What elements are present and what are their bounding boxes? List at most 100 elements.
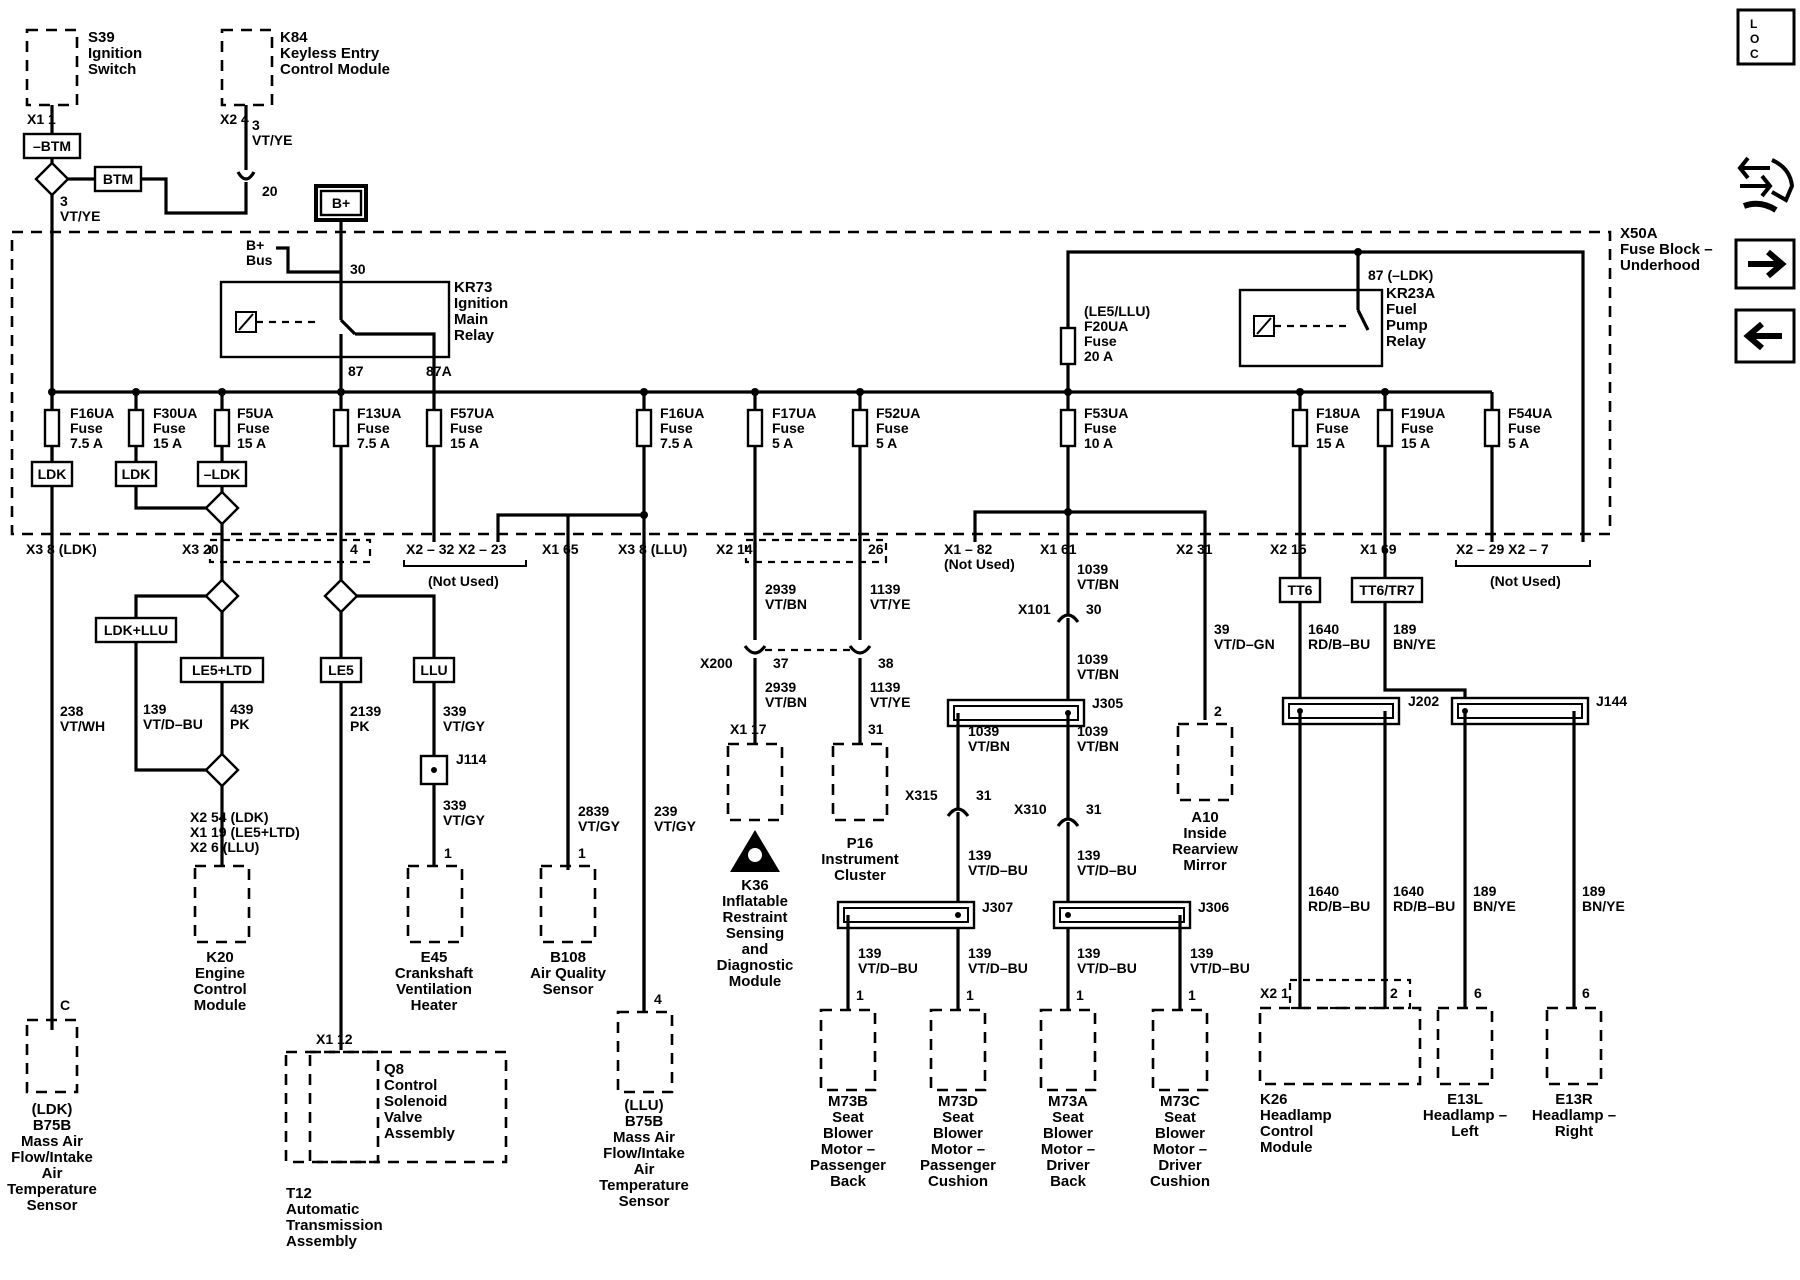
next-page-button[interactable] bbox=[1734, 238, 1796, 290]
m73a-pin: 1 bbox=[1076, 987, 1084, 1003]
conn-x3-20: X3 20 bbox=[182, 541, 219, 557]
splice-diamond bbox=[204, 752, 240, 788]
j202-label: J202 bbox=[1408, 693, 1439, 709]
m73c-motor bbox=[1151, 1008, 1209, 1092]
j114-label: J114 bbox=[456, 751, 487, 767]
conn-x1-69: X1 69 bbox=[1360, 541, 1397, 557]
k36-pin: X1 17 bbox=[730, 721, 767, 737]
m73d-motor bbox=[929, 1008, 987, 1092]
connector-20 bbox=[236, 171, 256, 181]
j307-label: J307 bbox=[982, 899, 1013, 915]
option-ldk-2-label: LDK bbox=[122, 466, 151, 482]
b75b-ldk-sensor bbox=[25, 1018, 79, 1094]
e45-heater bbox=[406, 864, 464, 944]
option-tt6-tr7 bbox=[1350, 576, 1424, 604]
k84-keyless-entry-module bbox=[220, 28, 274, 107]
option-ldk-1-label: LDK bbox=[38, 466, 67, 482]
conn-26: 26 bbox=[868, 541, 884, 557]
pin-30b: 30 bbox=[1086, 601, 1102, 617]
conn-x3-8llu: X3 8 (LLU) bbox=[618, 541, 687, 557]
splice-diamond bbox=[323, 578, 359, 614]
conn-x1-65: X1 65 bbox=[542, 541, 579, 557]
pin-31a: 31 bbox=[976, 787, 992, 803]
pin-30: 30 bbox=[350, 261, 366, 277]
j144-splice bbox=[1450, 696, 1590, 726]
connector-view-button[interactable] bbox=[1737, 156, 1795, 213]
s39-pin: X1 1 bbox=[27, 111, 56, 127]
x101-label: X101 bbox=[1018, 601, 1051, 617]
pin-87-ldk: 87 (–LDK) bbox=[1368, 267, 1433, 283]
fuse-row bbox=[43, 392, 1501, 448]
option-tt6-tr7-label: TT6/TR7 bbox=[1359, 582, 1414, 598]
k26-pin-2: 2 bbox=[1390, 985, 1398, 1001]
fuse-f20ua-body bbox=[1059, 326, 1077, 366]
conn-x2-32: X2 – 32 X2 – 23 bbox=[406, 541, 507, 557]
splice-diamond bbox=[204, 490, 240, 526]
b75b-llu-pin: 4 bbox=[654, 991, 662, 1007]
m73d-pin: 1 bbox=[966, 987, 974, 1003]
option-btm-neg-label: –BTM bbox=[33, 138, 71, 154]
prev-page-button[interactable] bbox=[1734, 308, 1796, 364]
x315-label: X315 bbox=[905, 787, 938, 803]
kr23a-relay bbox=[1238, 288, 1384, 368]
e13r-pin: 6 bbox=[1582, 985, 1590, 1001]
kr73-relay bbox=[219, 280, 451, 359]
m73c-pin: 1 bbox=[1188, 987, 1196, 1003]
b108-pin: 1 bbox=[578, 845, 586, 861]
fuse-block-border bbox=[10, 230, 1612, 536]
m73b-pin: 1 bbox=[856, 987, 864, 1003]
option-llu-label: LLU bbox=[420, 662, 447, 678]
conn-x1-61: X1 61 bbox=[1040, 541, 1077, 557]
conn-x2-15: X2 15 bbox=[1270, 541, 1307, 557]
option-ldk-1 bbox=[30, 460, 74, 488]
a10-pin: 2 bbox=[1214, 703, 1222, 719]
e13l-headlamp bbox=[1436, 1006, 1494, 1086]
j306-splice bbox=[1052, 900, 1192, 930]
a10-mirror bbox=[1176, 722, 1234, 802]
wrench-icon bbox=[1742, 200, 1778, 213]
q8-solenoid bbox=[308, 1050, 380, 1164]
option-btm bbox=[93, 165, 143, 193]
conn-x3-8ldk: X3 8 (LDK) bbox=[26, 541, 97, 557]
x200-label: X200 bbox=[700, 655, 733, 671]
b75b-llu-sensor bbox=[616, 1010, 674, 1094]
